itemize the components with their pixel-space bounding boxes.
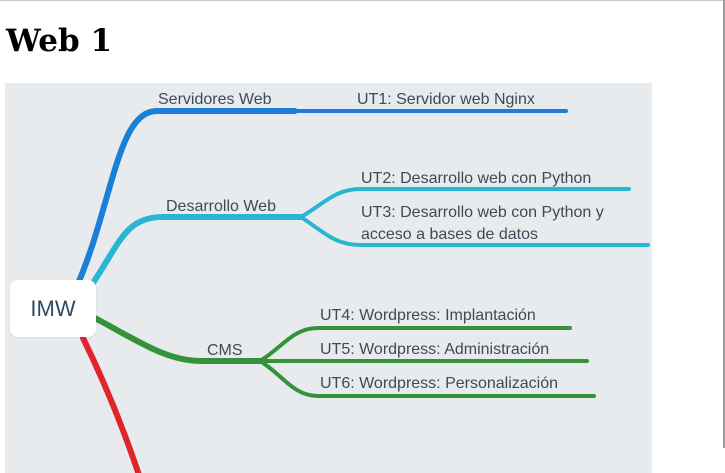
branch-line-red [80,335,142,473]
branch-label-desarrollo-web: Desarrollo Web [166,198,276,215]
topic-ut3-line2: acceso a bases de datos [361,226,539,243]
root-label: IMW [30,295,76,321]
branch-line-desarrollo-web [88,214,304,289]
topic-ut6: UT6: Wordpress: Personalización [320,375,559,392]
top-border [0,0,725,1]
leaf-line-ut6 [258,359,596,398]
topic-ut3-line1: UT3: Desarrollo web con Python y [361,204,604,221]
branch-label-cms: CMS [207,342,243,359]
mindmap-connectors [74,108,650,473]
topic-ut2: UT2: Desarrollo web con Python [361,170,592,187]
branch-line-cms [90,314,263,364]
topic-ut4: UT4: Wordpress: Implantación [320,307,536,324]
branch-line-servidores-web [74,108,298,289]
topic-ut1: UT1: Servidor web Nginx [357,91,535,108]
topic-ut5: UT5: Wordpress: Administración [320,341,550,358]
mindmap-image: IMW Servidores Web UT1: Servidor web Ngi… [5,83,652,473]
leaf-line-ut2 [299,187,631,219]
mindmap-root-node: IMW [10,280,96,337]
branch-label-servidores-web: Servidores Web [158,91,272,108]
vertical-scrollbar[interactable] [723,0,725,448]
leaf-line-ut3 [299,215,650,247]
leaf-line-ut4 [258,326,572,363]
page-title: Web 1 [6,23,113,59]
